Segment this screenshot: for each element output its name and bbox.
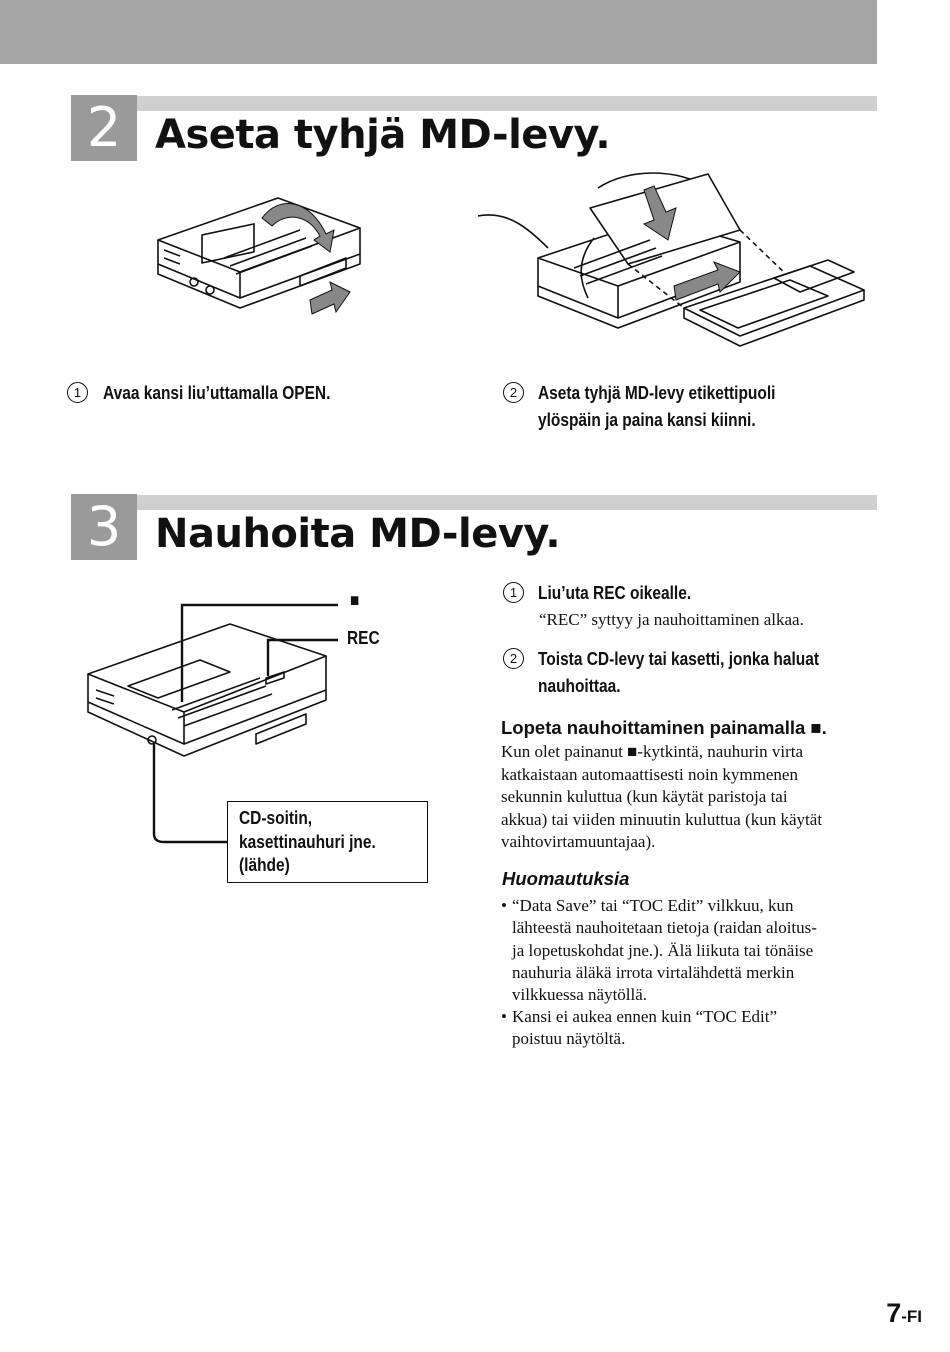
note-line: ja lopetuskohdat jne.). Älä liikuta tai … bbox=[512, 940, 814, 960]
notes-heading: Huomautuksia bbox=[502, 868, 630, 889]
open-lid-illustration bbox=[157, 197, 361, 315]
section-2-step-2-line-2: ylöspäin ja paina kansi kiinni. bbox=[538, 410, 756, 430]
stop-recording-line: katkaistaan automaattisesti noin kymmene… bbox=[501, 764, 798, 784]
note-bullet-1: • “Data Save” tai “TOC Edit” vilkkuu, ku… bbox=[501, 895, 881, 1007]
section-3-title: Nauhoita MD-levy. bbox=[155, 511, 561, 557]
section-2-title: Aseta tyhjä MD-levy. bbox=[155, 112, 611, 158]
stop-recording-line: akkua) tai viiden minuutin kuluttua (kun… bbox=[501, 809, 823, 829]
stop-recording-line: vaihtovirtamuuntajaa). bbox=[501, 832, 656, 851]
page-number: 7-FI bbox=[886, 1298, 922, 1329]
bullet-dot: • bbox=[501, 896, 507, 915]
section-3-step-1-body: “REC” syttyy ja nauhoittaminen alkaa. bbox=[539, 610, 804, 629]
note-line: poistuu näytöltä. bbox=[512, 1029, 626, 1049]
section-3-step-2-line-2: nauhoittaa. bbox=[538, 676, 621, 696]
recorder-illustration bbox=[87, 603, 338, 844]
note-line: “Data Save” tai “TOC Edit” vilkkuu, kun bbox=[512, 896, 794, 915]
step-number-circle: 2 bbox=[503, 382, 524, 403]
page-number-suffix: -FI bbox=[901, 1307, 922, 1326]
source-box-line: CD-soitin, bbox=[239, 808, 313, 828]
note-line: vilkkuessa näytöllä. bbox=[512, 985, 648, 1005]
step-number-circle: 1 bbox=[503, 582, 524, 603]
section-2-step-1-text: Avaa kansi liu’uttamalla OPEN. bbox=[103, 383, 331, 403]
note-line: Kansi ei aukea ennen kuin “TOC Edit” bbox=[512, 1007, 777, 1026]
source-box: CD-soitin, kasettinauhuri jne. (lähde) bbox=[227, 801, 428, 883]
header-band bbox=[0, 0, 877, 64]
section-3-step-2-line-1: Toista CD-levy tai kasetti, jonka haluat bbox=[538, 649, 820, 669]
insert-disc-illustration bbox=[478, 172, 865, 347]
section-3-step-1-title: Liu’uta REC oikealle. bbox=[538, 583, 692, 603]
step-number-circle: 2 bbox=[503, 648, 524, 669]
section-3-number: 3 bbox=[71, 494, 137, 560]
stop-symbol-callout: ■ bbox=[350, 590, 360, 610]
section-3-bar bbox=[137, 495, 877, 510]
source-box-line: kasettinauhuri jne. bbox=[239, 831, 376, 852]
step-number-circle: 1 bbox=[67, 382, 88, 403]
section-2-bar bbox=[137, 96, 877, 111]
section-2-number: 2 bbox=[71, 95, 137, 161]
source-box-line: (lähde) bbox=[239, 855, 290, 875]
bullet-dot: • bbox=[501, 1007, 507, 1026]
section-2-step-2-line-1: Aseta tyhjä MD-levy etikettipuoli bbox=[538, 383, 776, 403]
note-line: lähteestä nauhoitetaan tietoja (raidan a… bbox=[512, 918, 817, 938]
note-bullet-2: • Kansi ei aukea ennen kuin “TOC Edit” p… bbox=[501, 1006, 881, 1052]
stop-recording-line: sekunnin kuluttua (kun käytät paristoja … bbox=[501, 787, 788, 806]
page-number-value: 7 bbox=[886, 1298, 902, 1328]
stop-recording-heading: Lopeta nauhoittaminen painamalla ■. bbox=[501, 717, 827, 738]
note-line: nauhuria äläkä irrota virtalähdettä merk… bbox=[512, 962, 795, 982]
rec-callout: REC bbox=[347, 628, 380, 648]
stop-recording-line: Kun olet painanut ■-kytkintä, nauhurin v… bbox=[501, 742, 804, 761]
